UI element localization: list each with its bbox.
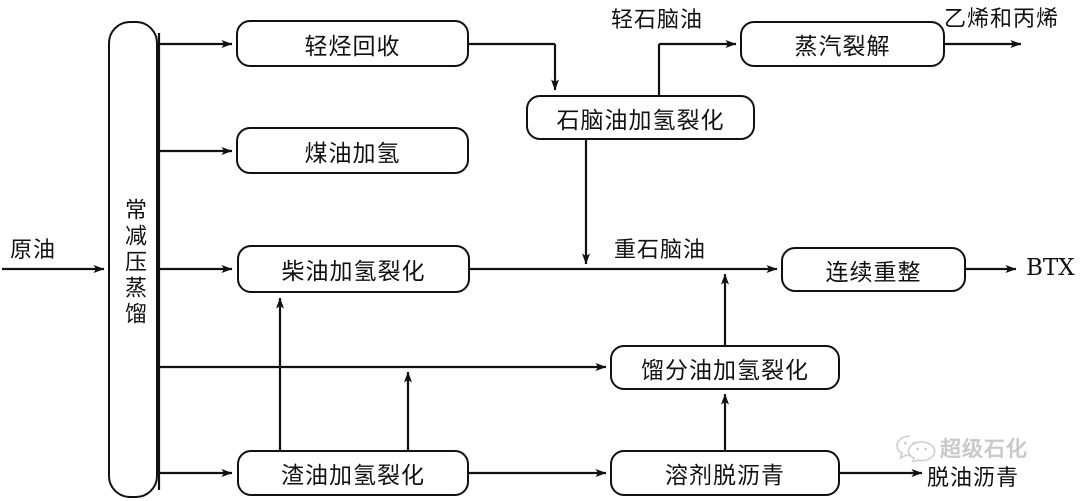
label-light-naphtha: 轻石脑油	[611, 8, 704, 33]
label-ethylene-propylene: 乙烯和丙烯	[944, 7, 1060, 32]
label-heavy-naphtha: 重石脑油	[614, 238, 707, 263]
node-light-hydrocarbon-recovery[interactable]: 轻烃回收	[236, 20, 469, 67]
label-btx: BTX	[1026, 255, 1075, 281]
label-crude-oil: 原油	[10, 238, 57, 263]
node-residue-hydrocracking[interactable]: 渣油加氢裂化	[237, 450, 469, 496]
node-kerosene-hydrogenation[interactable]: 煤油加氢	[236, 127, 469, 174]
wechat-logo-icon	[896, 435, 936, 462]
node-distillation[interactable]: 常减压蒸馏	[108, 21, 158, 498]
node-naphtha-hydrocracking[interactable]: 石脑油加氢裂化	[526, 95, 755, 140]
node-continuous-reforming[interactable]: 连续重整	[781, 247, 966, 292]
node-solvent-deasphalting[interactable]: 溶剂脱沥青	[610, 450, 840, 496]
label-deoiled-asphalt: 脱油沥青	[927, 466, 1020, 491]
node-diesel-hydrocracking[interactable]: 柴油加氢裂化	[237, 245, 470, 293]
watermark-text: 超级石化	[940, 437, 1028, 461]
node-distillate-hydrocracking[interactable]: 馏分油加氢裂化	[610, 345, 840, 390]
node-steam-cracking[interactable]: 蒸汽裂解	[740, 21, 945, 67]
